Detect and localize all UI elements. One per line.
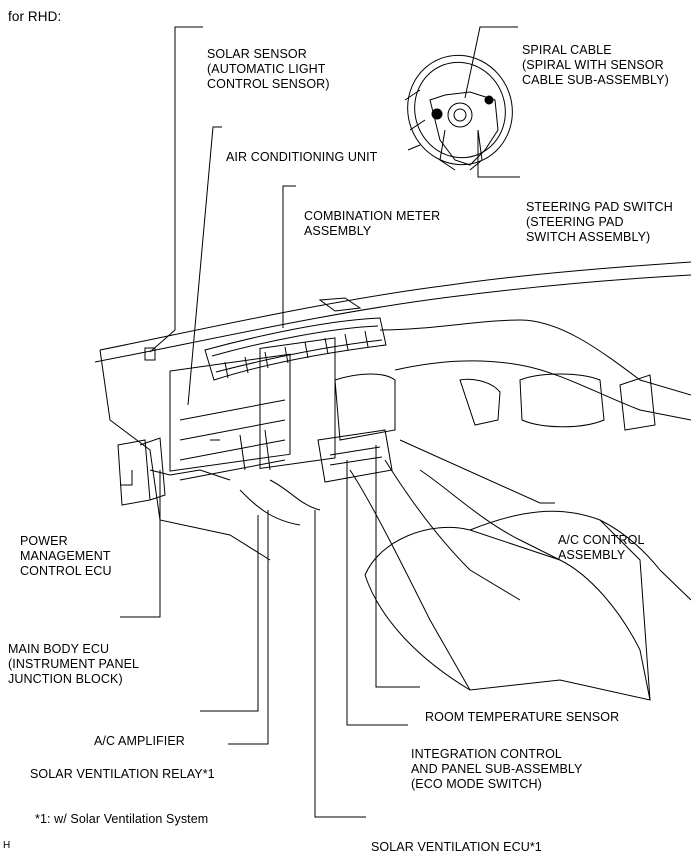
label-ac-amplifier: A/C AMPLIFIER [94, 734, 185, 748]
label-solar-ventilation-ecu: SOLAR VENTILATION ECU*1 [371, 840, 542, 854]
label-air-conditioning-unit: AIR CONDITIONING UNIT [226, 150, 378, 164]
header-label: for RHD: [8, 9, 62, 24]
label-room-temperature-sensor: ROOM TEMPERATURE SENSOR [425, 710, 620, 724]
footnote: *1: w/ Solar Ventilation System [35, 812, 209, 826]
label-solar-ventilation-relay: SOLAR VENTILATION RELAY*1 [30, 767, 215, 781]
leader-lines [120, 26, 555, 818]
dashboard-drawing [94, 261, 691, 701]
corner-mark: H [3, 840, 11, 851]
steering-wheel-drawing [404, 54, 513, 171]
